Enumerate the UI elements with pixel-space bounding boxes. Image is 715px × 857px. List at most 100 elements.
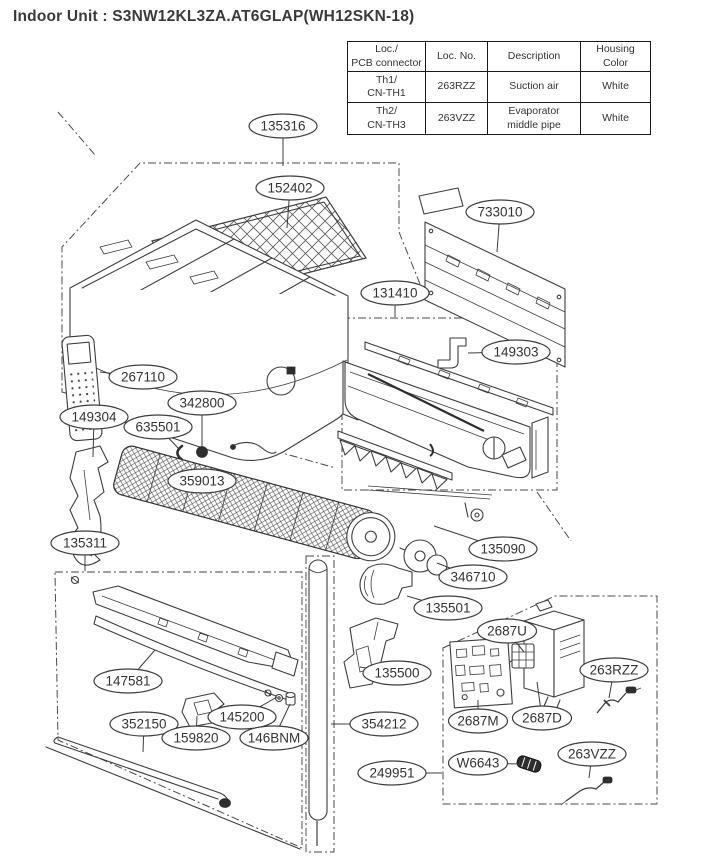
svg-text:135316: 135316	[260, 119, 305, 134]
part-label-159820: 159820	[161, 715, 231, 751]
svg-text:2687M: 2687M	[457, 714, 498, 729]
svg-text:359013: 359013	[179, 474, 224, 489]
screw-set	[264, 689, 284, 703]
washer	[470, 508, 484, 522]
part-w6643	[516, 755, 542, 773]
svg-text:135090: 135090	[480, 542, 525, 557]
col-header-description: Description	[487, 40, 581, 73]
part-label-152402: 152402	[255, 175, 325, 229]
svg-text:149304: 149304	[71, 410, 117, 425]
svg-text:W6643: W6643	[457, 756, 500, 771]
cross-flow-fan	[113, 445, 396, 562]
part-label-2687U: 2687U	[476, 618, 538, 653]
part-label-135500: 135500	[359, 660, 432, 686]
part-label-267110: 267110	[99, 364, 178, 390]
table-row: Th1/ CN-TH1 263RZZ Suction air White	[347, 71, 651, 104]
part-label-359013: 359013	[167, 468, 237, 494]
table-row: Th2/ CN-TH3 263VZZ Evaporator middle pip…	[347, 102, 651, 136]
terminal-block	[511, 643, 535, 669]
part-label-354212: 354212	[331, 711, 419, 737]
svg-text:147581: 147581	[105, 674, 150, 689]
cell-loc-no: 263RZZ	[425, 71, 488, 104]
svg-text:149303: 149303	[493, 345, 538, 360]
page-title: Indoor Unit : S3NW12KL3ZA.AT6GLAP(WH12SK…	[13, 8, 415, 25]
wall-mount-plate	[418, 187, 566, 368]
part-label-342800: 342800	[167, 390, 237, 447]
svg-text:2687D: 2687D	[522, 711, 562, 726]
lower-grille-assembly	[70, 575, 299, 703]
evaporator-assembly	[337, 337, 554, 522]
part-labels: 135316 152402 733010 131410 149303 267110 1493…	[50, 113, 649, 786]
part-label-2687D: 2687D	[511, 681, 573, 731]
cell-color: White	[580, 102, 651, 136]
svg-text:635501: 635501	[135, 420, 180, 435]
part-label-635501: 635501	[123, 414, 193, 451]
svg-text:159820: 159820	[173, 731, 218, 746]
svg-text:135311: 135311	[63, 536, 107, 551]
drain-hose	[45, 736, 301, 850]
svg-text:135500: 135500	[374, 666, 419, 681]
cell-description: Suction air	[487, 71, 581, 104]
svg-text:354212: 354212	[361, 717, 406, 732]
part-label-135311: 135311	[50, 530, 120, 571]
part-label-W6643: W6643	[447, 750, 521, 776]
svg-text:2687U: 2687U	[487, 624, 527, 639]
assembly-box-corner	[57, 111, 96, 156]
sensor-holder-wire	[230, 441, 277, 454]
svg-text:152402: 152402	[267, 181, 312, 196]
svg-text:263VZZ: 263VZZ	[568, 747, 616, 762]
cell-color: White	[580, 71, 651, 104]
part-label-352150: 352150	[109, 711, 179, 753]
part-label-135090: 135090	[433, 525, 538, 562]
svg-text:146BNM: 146BNM	[248, 731, 301, 746]
svg-text:733010: 733010	[477, 205, 522, 220]
part-label-149303: 149303	[467, 339, 551, 365]
part-label-733010: 733010	[465, 199, 535, 253]
box-connector-line	[536, 491, 572, 542]
cell-loc: Th2/ CN-TH3	[347, 102, 426, 136]
motor-mount	[359, 563, 413, 605]
rating-label-sticker	[418, 187, 464, 215]
part-label-149304: 149304	[59, 404, 129, 458]
part-label-146BNM: 146BNM	[239, 703, 309, 751]
thermistor-spec-table: Loc./ PCB connector Loc. No. Description…	[347, 40, 651, 136]
assembly-box-pipe	[305, 555, 335, 853]
control-box	[511, 599, 585, 711]
part-label-2687M: 2687M	[447, 700, 509, 734]
pipe-holder-bracket	[437, 337, 467, 369]
svg-text:145200: 145200	[219, 710, 264, 725]
assembly-box-135316	[61, 162, 421, 469]
svg-text:131410: 131410	[372, 286, 417, 301]
col-header-housing-color: Housing Color	[580, 40, 651, 73]
part-label-145200: 145200	[207, 696, 278, 730]
svg-text:352150: 352150	[121, 717, 166, 732]
screw	[70, 575, 80, 585]
part-label-131410: 131410	[360, 280, 430, 317]
main-pcb	[449, 637, 513, 709]
part-label-249951: 249951	[357, 760, 442, 786]
part-label-135501: 135501	[406, 595, 483, 621]
part-label-263VZZ: 263VZZ	[557, 741, 627, 779]
table-header-row: Loc./ PCB connector Loc. No. Description…	[347, 40, 651, 73]
svg-text:346710: 346710	[450, 570, 495, 585]
thermistor-wire-263rzz	[596, 686, 642, 714]
cap-plug	[196, 446, 208, 458]
svg-text:342800: 342800	[179, 396, 224, 411]
bolt	[464, 502, 469, 518]
thermistor-wire-263vzz	[560, 776, 613, 806]
part-label-147581: 147581	[93, 649, 163, 694]
cell-loc-no: 263VZZ	[425, 102, 488, 136]
svg-text:263RZZ: 263RZZ	[590, 663, 639, 678]
svg-text:135501: 135501	[425, 601, 470, 616]
part-label-135316: 135316	[248, 113, 318, 166]
svg-text:267110: 267110	[121, 370, 165, 385]
fan-motor	[399, 539, 454, 576]
assembly-box-135311	[54, 571, 303, 849]
svg-text:249951: 249951	[369, 766, 414, 781]
cell-description: Evaporator middle pipe	[487, 102, 581, 136]
refrigerant-pipe	[308, 559, 328, 846]
cell-loc: Th1/ CN-TH1	[347, 71, 426, 104]
part-label-346710: 346710	[436, 562, 508, 590]
